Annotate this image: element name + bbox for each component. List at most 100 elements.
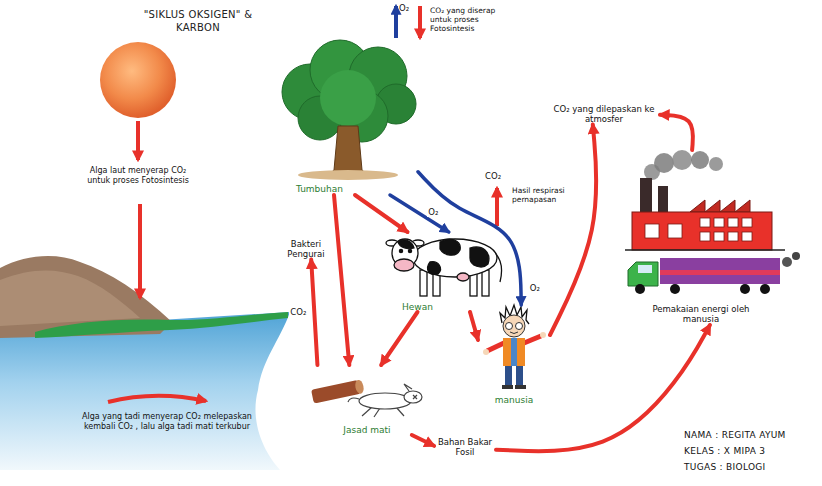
illustrated-node: Tumbuhan xyxy=(278,40,418,195)
sea-scene xyxy=(0,256,290,470)
flow-arrow xyxy=(390,195,449,232)
dead-remains xyxy=(413,395,417,399)
factory xyxy=(625,150,785,250)
dead-remains xyxy=(348,398,359,402)
human xyxy=(516,323,523,330)
cow xyxy=(470,247,489,267)
human xyxy=(506,323,513,330)
factory xyxy=(700,218,710,227)
cow xyxy=(428,262,441,275)
factory xyxy=(728,232,738,241)
dead-remains xyxy=(311,380,361,404)
illustrated-node: Bakteri Pengurai xyxy=(280,240,332,260)
oxygen-arrow xyxy=(394,6,398,38)
human xyxy=(516,366,523,386)
cow xyxy=(440,239,460,255)
factory xyxy=(709,157,723,171)
flow-arrow xyxy=(496,325,710,451)
node-label: Tumbuhan xyxy=(296,184,343,194)
factory xyxy=(728,218,738,227)
factory xyxy=(625,249,785,251)
human xyxy=(540,332,546,338)
factory xyxy=(645,224,659,238)
flow-arrow xyxy=(550,125,596,335)
factory xyxy=(672,150,692,170)
arrow-label: O₂ xyxy=(427,208,439,217)
sea-scene xyxy=(0,312,290,470)
dead-remains xyxy=(404,384,412,391)
note-label: Alga yang tadi menyerap CO₂ melepaskan k… xyxy=(78,412,256,431)
truck xyxy=(740,284,750,294)
node-label: Bahan Bakar Fosil xyxy=(434,438,496,458)
cow xyxy=(398,240,414,249)
flow-arrow xyxy=(381,312,417,365)
arrow-label: O₂ xyxy=(529,284,541,293)
node-label: Jasad mati xyxy=(343,425,390,435)
sun xyxy=(100,42,176,118)
flow-arrow xyxy=(334,195,349,365)
cycle-arrow xyxy=(418,6,422,38)
cycle-arrow xyxy=(108,6,497,402)
cow xyxy=(482,270,489,296)
note-label: CO₂ yang diserap untuk proses Fotosintes… xyxy=(430,6,518,33)
node-label: Bakteri Pengurai xyxy=(280,240,332,260)
factory xyxy=(714,218,724,227)
truck xyxy=(628,262,658,286)
cycle-arrow xyxy=(495,188,499,226)
factory xyxy=(654,153,674,173)
human xyxy=(503,338,525,366)
author-info: TUGAS : BIOLOGI xyxy=(684,462,766,473)
flow-arrow xyxy=(311,260,317,365)
cow xyxy=(413,239,497,277)
cow xyxy=(399,249,402,252)
truck xyxy=(638,265,652,273)
note-label: Hasil respirasi pernapasan xyxy=(512,186,580,204)
illustrated-node: Hewan xyxy=(380,232,505,312)
sea-scene xyxy=(35,312,288,338)
factory xyxy=(632,212,772,250)
factory xyxy=(700,232,710,241)
human xyxy=(505,366,512,386)
illustrated-node: Bahan Bakar Fosil xyxy=(434,438,496,458)
dead-remains xyxy=(354,379,365,394)
factory xyxy=(645,218,752,241)
oxygen-arrow xyxy=(394,6,398,38)
human xyxy=(515,385,526,389)
factory xyxy=(714,232,724,241)
factory xyxy=(690,200,750,212)
sea-scene xyxy=(0,270,140,326)
flow-arrow xyxy=(418,172,521,305)
tree xyxy=(326,126,370,177)
illustrated-node: Pemakaian energi oleh manusia xyxy=(612,150,790,325)
author-info: KELAS : X MIPA 3 xyxy=(684,446,765,457)
truck xyxy=(635,284,645,294)
truck xyxy=(670,284,680,294)
human xyxy=(503,338,511,366)
factory xyxy=(742,218,752,227)
note-label: Alga laut menyerap CO₂ untuk proses Foto… xyxy=(82,166,194,185)
dead-remains xyxy=(311,379,422,417)
dead-remains xyxy=(404,391,422,403)
arrow-label: CO₂ xyxy=(289,308,307,317)
factory xyxy=(742,232,752,241)
human xyxy=(483,305,546,389)
human xyxy=(517,338,525,366)
connectors xyxy=(311,115,710,451)
cow xyxy=(394,259,414,271)
illustrated-node: Jasad mati xyxy=(308,365,426,435)
node-label: CO₂ yang dilepaskan ke atmosfer xyxy=(548,105,660,125)
illustrated-node: manusia xyxy=(478,305,550,405)
dead-remains xyxy=(359,393,411,409)
note-label: O₂ xyxy=(399,3,409,13)
tree xyxy=(282,40,416,180)
illustrated-node: CO₂ yang dilepaskan ke atmosfer xyxy=(548,105,660,125)
human xyxy=(487,343,504,351)
flow-arrow xyxy=(660,115,693,150)
factory xyxy=(691,151,709,169)
sun xyxy=(100,42,176,118)
tree xyxy=(320,70,376,126)
dead-remains xyxy=(362,407,372,416)
truck xyxy=(660,270,780,275)
human xyxy=(483,349,489,355)
truck xyxy=(628,252,800,294)
